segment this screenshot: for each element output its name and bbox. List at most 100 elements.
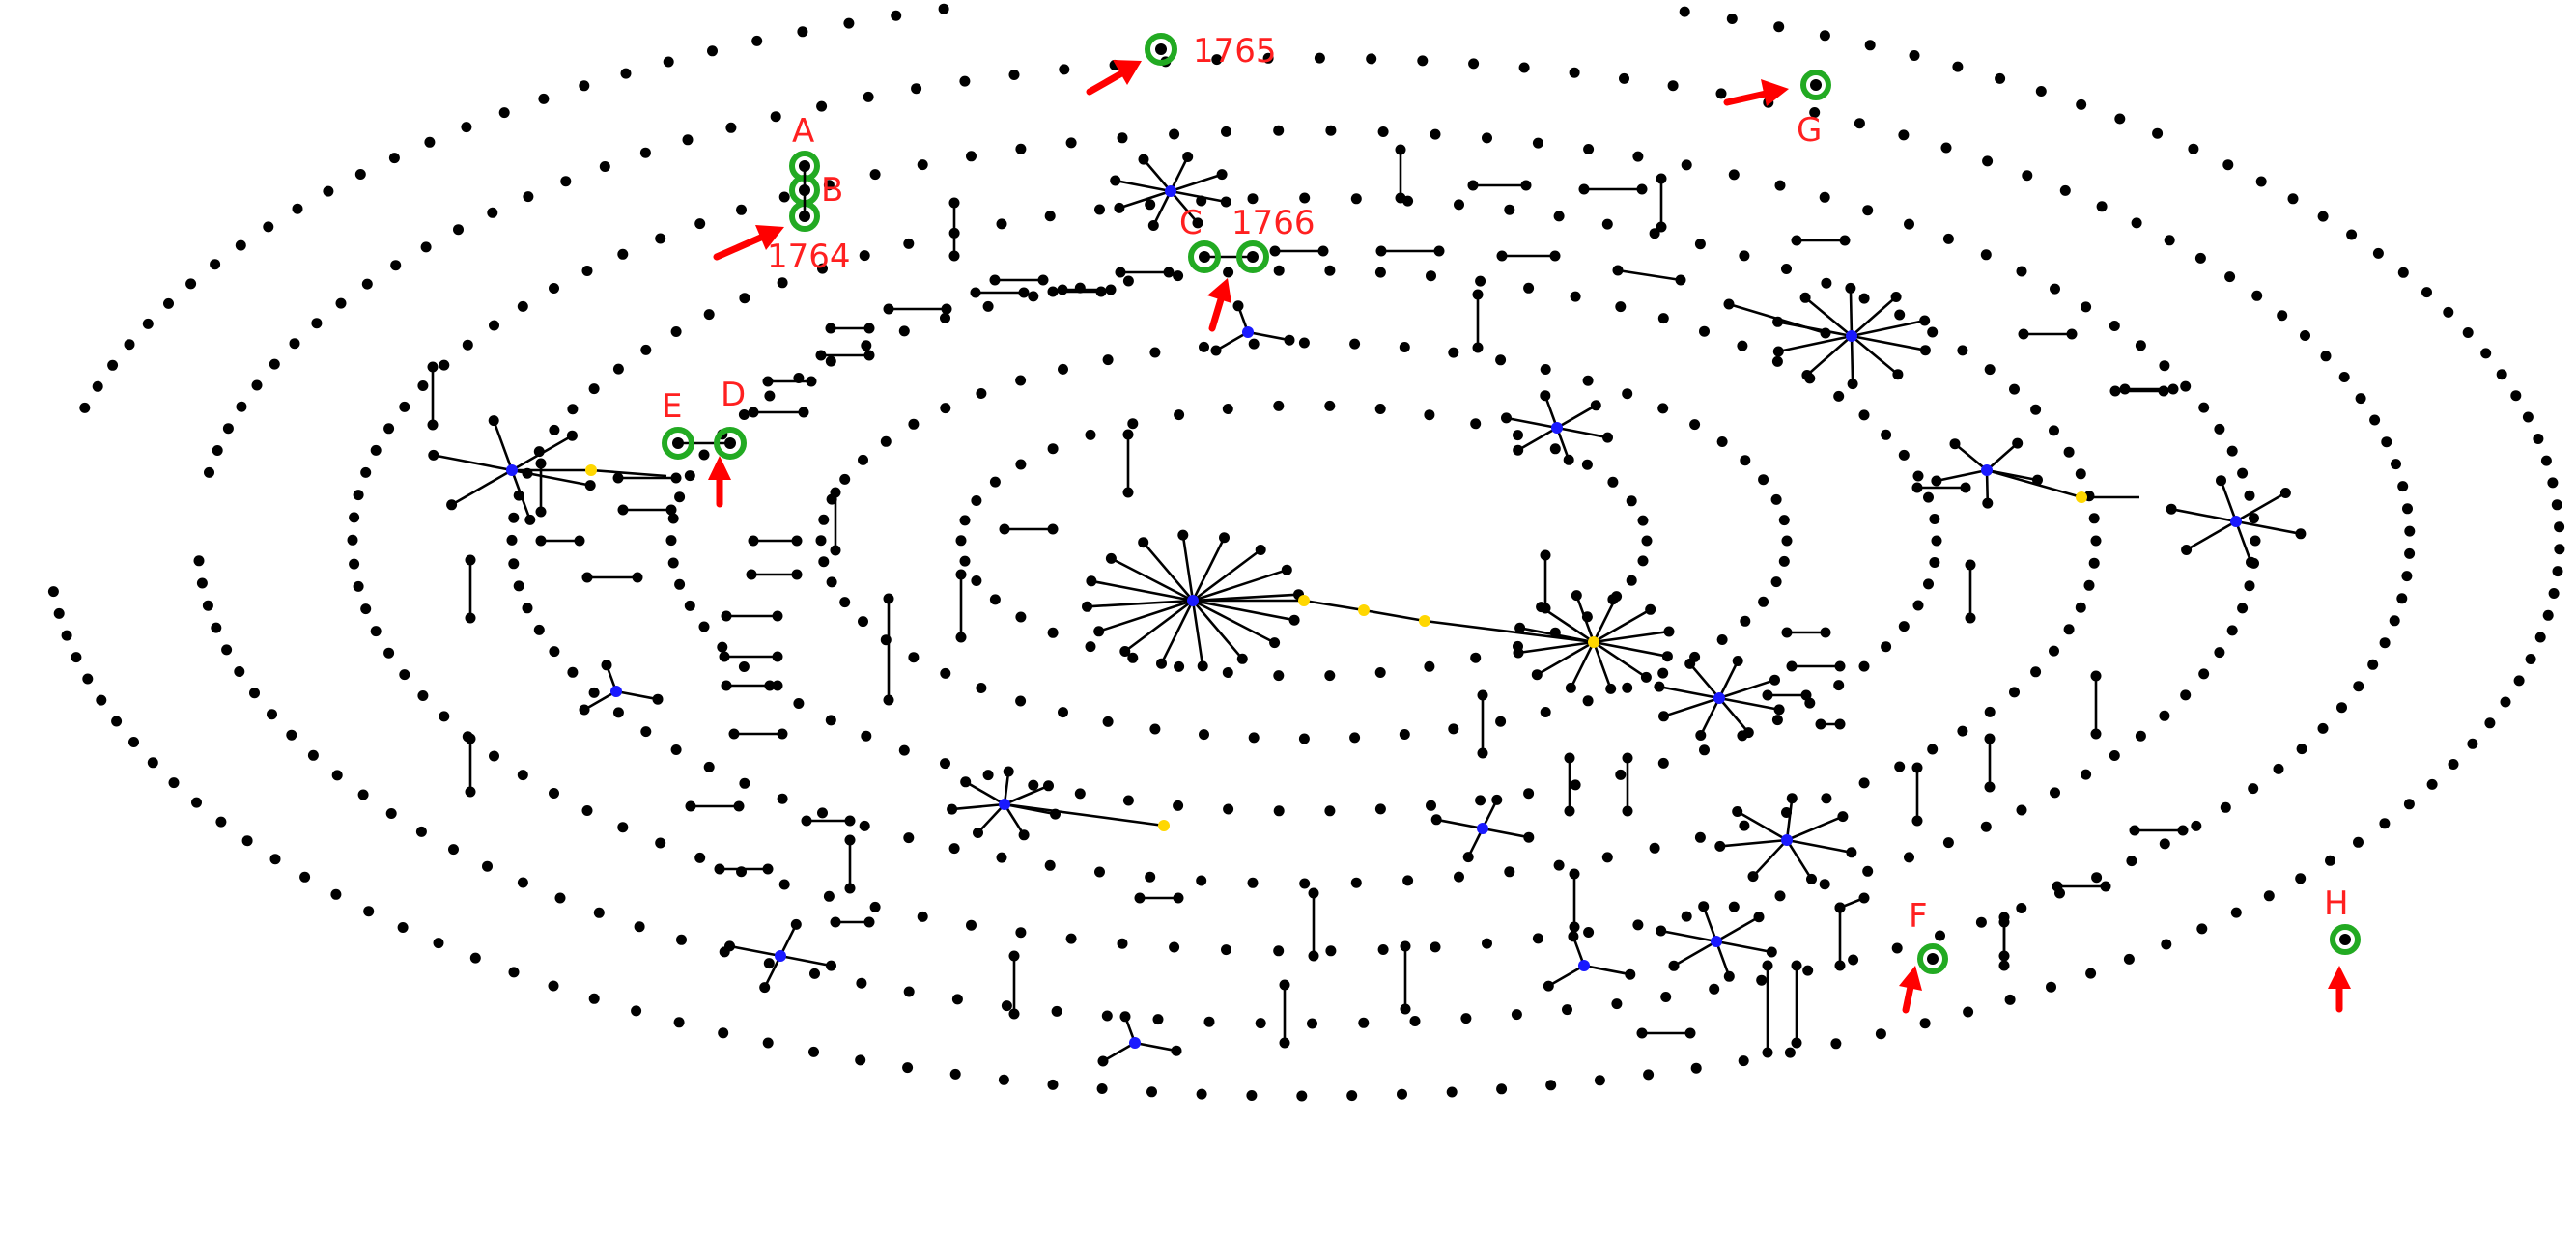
graph-node [844,815,856,827]
graph-node [1543,980,1554,992]
isolated-node [959,515,971,526]
isolated-node [1532,137,1543,149]
graph-node [798,407,809,418]
graph-node [1540,390,1551,402]
graph-node [1523,831,1535,843]
graph-node [1514,622,1526,633]
hub-node [1713,692,1725,704]
graph-node [1564,805,1575,817]
annotation-labels: A B 1764 1765 G C 1766 E D F H [662,32,2349,936]
isolated-node [2403,799,2415,810]
isolated-node [1601,218,1613,230]
isolated-node [1430,941,1441,953]
isolated-node [1980,249,1992,261]
graph-node [2066,328,2078,340]
graph-node [1772,346,1784,357]
isolated-node [191,797,202,808]
isolated-node [1358,1017,1370,1028]
label-H: H [2324,884,2349,923]
isolated-node [684,600,695,611]
isolated-node [1307,1018,1317,1029]
hub-node [1551,422,1563,434]
isolated-node [2381,436,2392,448]
label-G: G [1797,111,1822,150]
graph-edge [1702,906,1718,942]
isolated-node [640,344,652,355]
isolated-node [839,473,851,485]
isolated-node [673,1017,685,1028]
isolated-node [508,512,520,523]
isolated-node [770,111,781,123]
isolated-node [1912,470,1924,482]
isolated-node [363,906,375,917]
graph-node [1645,603,1656,615]
isolated-node [1984,706,1996,717]
isolated-node [1570,291,1581,302]
graph-node [801,815,812,827]
isolated-node [311,318,323,329]
graph-node [1931,475,1942,487]
graph-node [1043,780,1054,792]
isolated-node [1660,992,1672,1002]
isolated-node [1716,436,1728,447]
isolated-node [1615,769,1627,780]
isolated-node [617,248,629,260]
isolated-node [911,83,922,95]
isolated-node [1858,409,1870,421]
graph-edge [1192,568,1288,603]
graph-node [1279,979,1290,991]
isolated-node [71,652,82,663]
isolated-node [1778,555,1790,567]
isolated-node [1196,875,1207,886]
graph-edge [1170,189,1227,204]
isolated-node [1377,944,1389,955]
graph-node [1723,970,1735,982]
isolated-node [2397,481,2409,492]
isolated-node [816,100,828,112]
isolated-node [2198,402,2210,413]
isolated-node [655,233,666,244]
isolated-node [858,454,868,465]
isolated-node [1770,493,1782,505]
graph-node [1799,292,1811,303]
isolated-node [725,122,737,133]
graph-edge [2235,519,2302,536]
graph-node [1255,545,1266,555]
graph-edge [1435,818,1484,830]
isolated-node [347,534,358,546]
isolated-node [1047,443,1059,455]
isolated-node [2389,615,2400,627]
isolated-node [2379,818,2391,829]
graph-node [1663,626,1675,637]
graph-node [1182,152,1194,162]
graph-edge [1737,810,1788,842]
isolated-node [1942,837,1954,849]
graph-edge [1482,827,1530,839]
isolated-node [2320,351,2332,362]
graph-node [1119,646,1131,657]
graph-node [1747,871,1759,883]
isolated-node [1898,129,1910,141]
arrow-to-1764 [713,225,784,261]
graph-node [1281,564,1292,575]
graph-node [1846,847,1857,858]
isolated-node [2196,923,2208,935]
isolated-node [2244,580,2255,592]
label-1765: 1765 [1193,32,1277,70]
graph-node [1786,793,1798,804]
isolated-node [353,490,364,501]
isolated-node [1222,404,1233,414]
isolated-node [588,687,600,698]
isolated-node [1173,800,1184,811]
isolated-node [1430,128,1441,140]
isolated-node [1781,264,1792,274]
graph-edge [1118,189,1172,210]
isolated-node [2391,459,2401,470]
isolated-node [1715,88,1727,99]
isolated-node [147,757,158,769]
isolated-node [124,339,135,351]
highlight-node-F [1917,943,1948,974]
isolated-node [2249,513,2259,524]
isolated-node [1909,50,1920,61]
graph-node [1050,808,1061,820]
